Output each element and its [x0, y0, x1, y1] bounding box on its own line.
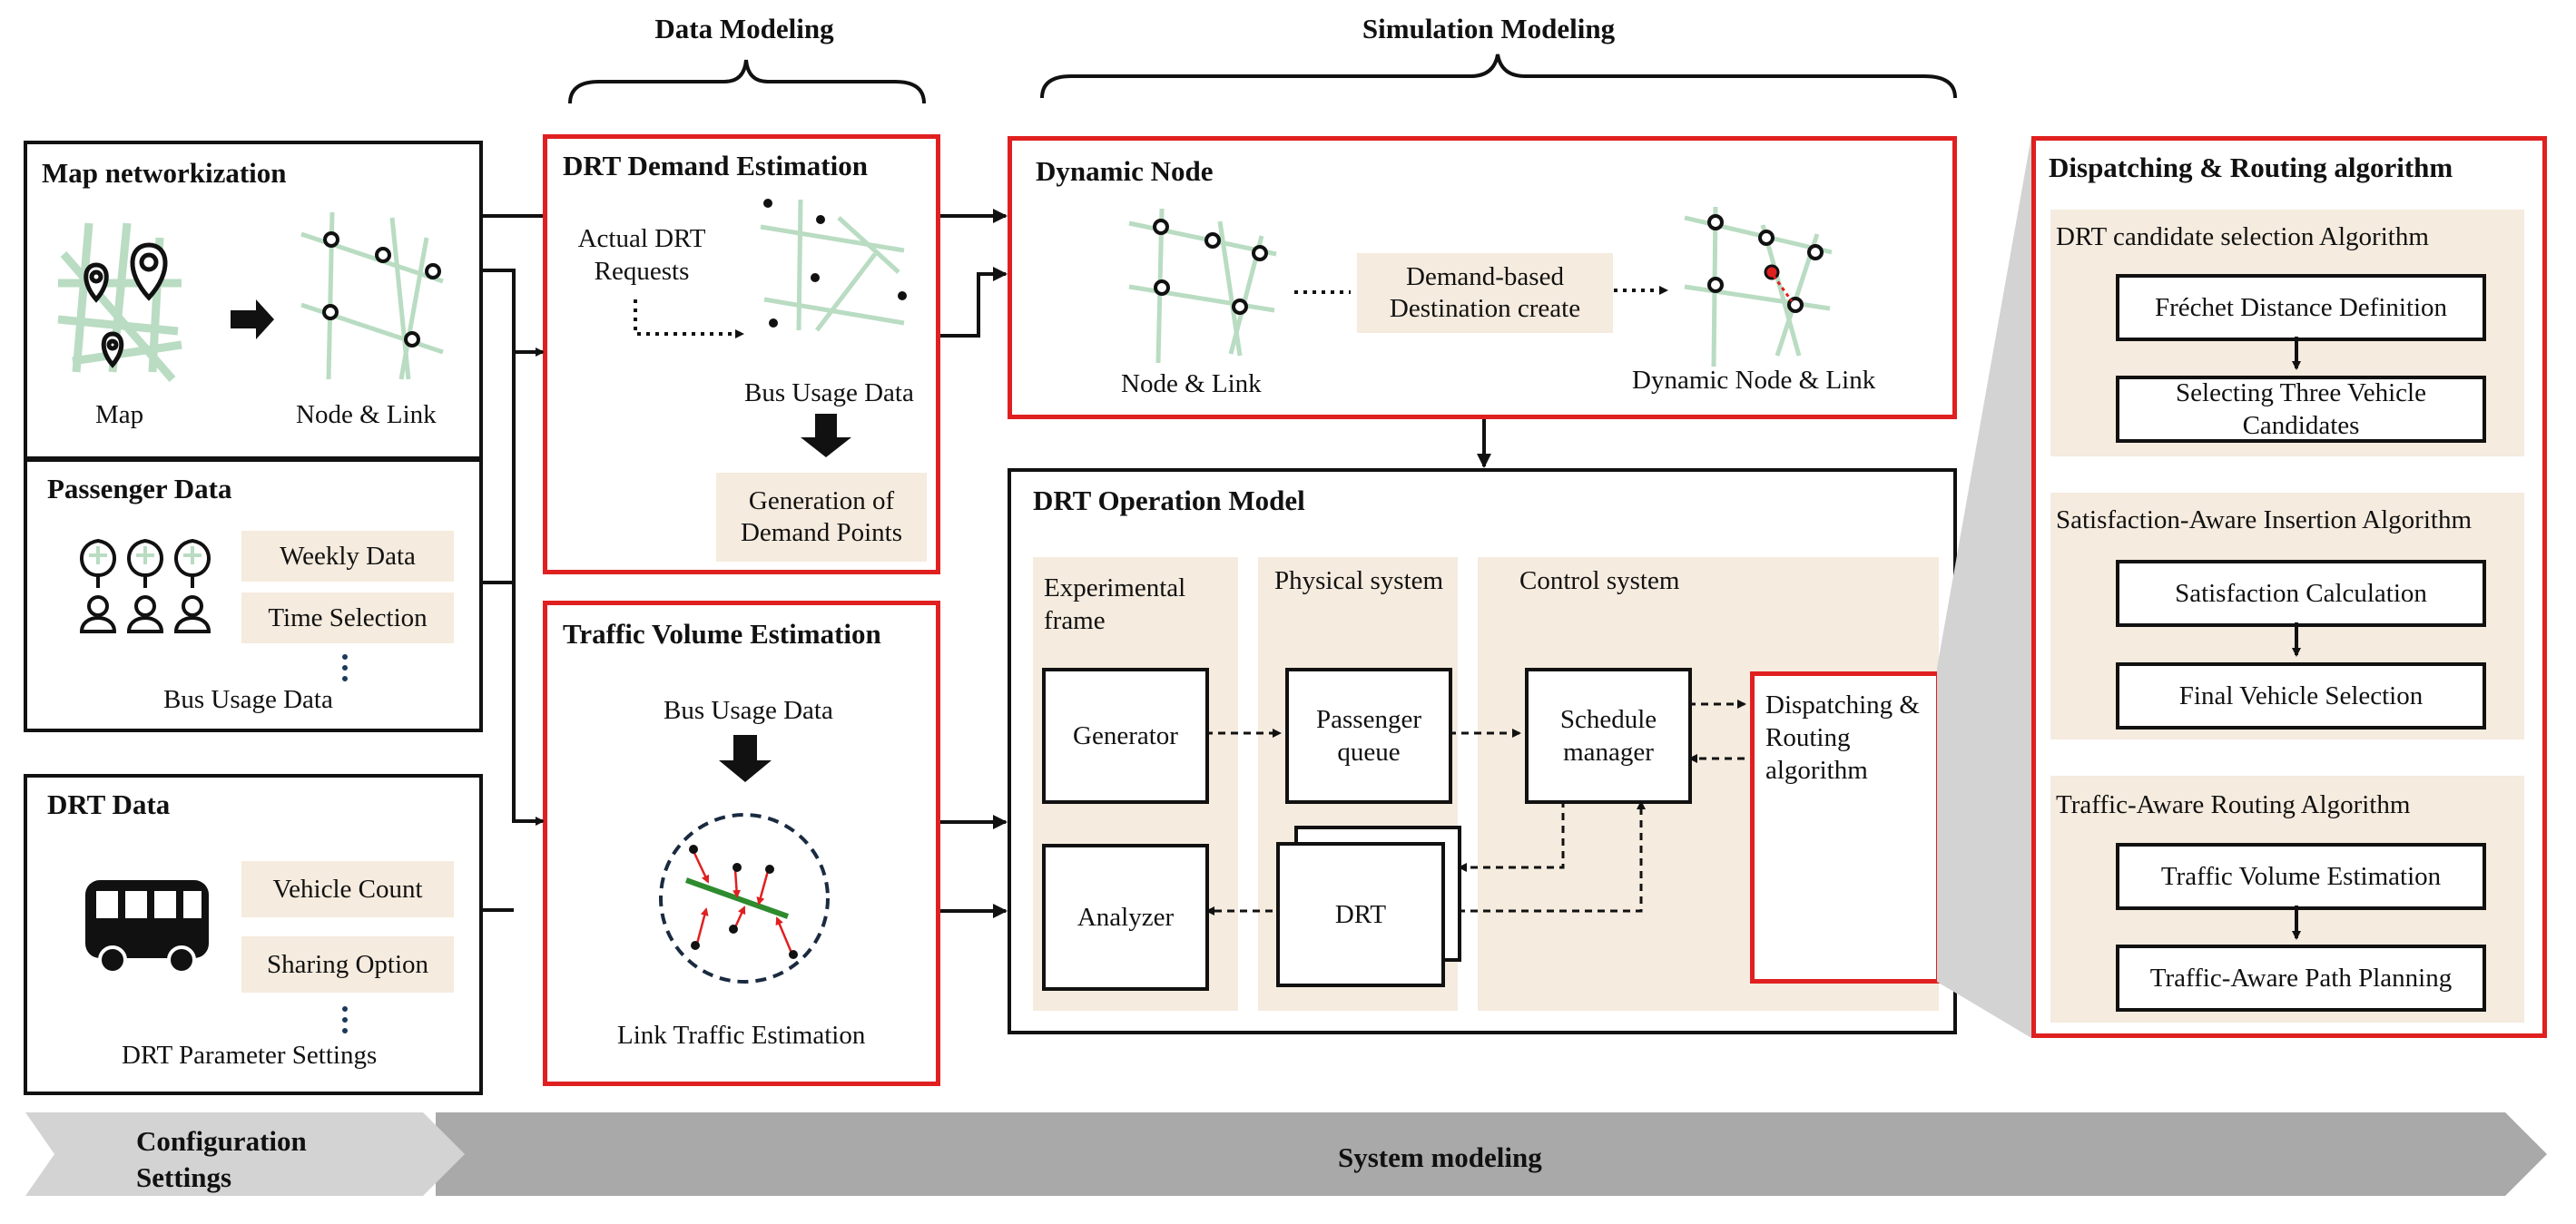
map-panel-title: Map networkization — [42, 157, 287, 189]
algorithm-panel-title: Dispatching & Routing algorithm — [2049, 152, 2453, 183]
sharing-option-item: Sharing Option — [241, 936, 454, 993]
dn-node-link-label: Node & Link — [1121, 369, 1262, 398]
generation-demand-points: Generation of Demand Points — [716, 473, 927, 562]
traffic-panel-title: Traffic Volume Estimation — [563, 618, 881, 650]
passenger-footer-label: Bus Usage Data — [163, 685, 333, 714]
weekly-data-item: Weekly Data — [241, 531, 454, 582]
passenger-panel-title: Passenger Data — [47, 473, 232, 504]
final-selection-step: Final Vehicle Selection — [2116, 662, 2486, 730]
actual-requests-label: Actual DRT Requests — [577, 224, 706, 286]
drt-operation-model-panel: DRT Operation Model Experimental frame P… — [1008, 468, 1957, 1034]
demand-bus-usage-label: Bus Usage Data — [744, 378, 914, 407]
configuration-label: Configuration Settings — [136, 1125, 307, 1193]
demand-estimation-panel: DRT Demand Estimation Actual DRT Request… — [543, 134, 940, 574]
physical-system-label: Physical system — [1274, 566, 1444, 595]
simulation-modeling-brace — [1040, 54, 1957, 99]
demand-panel-title: DRT Demand Estimation — [563, 150, 868, 181]
data-modeling-header: Data Modeling — [654, 13, 834, 44]
drt-data-title: DRT Data — [47, 788, 171, 820]
path-planning-step: Traffic-Aware Path Planning — [2116, 945, 2486, 1012]
map-label: Map — [95, 400, 144, 429]
data-modeling-brace — [568, 59, 926, 104]
passenger-data-panel: Passenger Data Weekly Data Time Selectio… — [24, 458, 483, 732]
three-candidates-step: Selecting Three Vehicle Candidates — [2116, 376, 2486, 443]
drt-data-panel: DRT Data Vehicle Count Sharing Option DR… — [24, 774, 483, 1095]
generator-box: Generator — [1042, 668, 1209, 804]
satisfaction-calc-step: Satisfaction Calculation — [2116, 560, 2486, 627]
dynamic-node-panel: Dynamic Node Node & Link Demand-based De… — [1008, 136, 1957, 419]
passenger-queue-box: Passenger queue — [1285, 668, 1452, 804]
frechet-step: Fréchet Distance Definition — [2116, 274, 2486, 341]
demand-based-destination: Demand-based Destination create — [1357, 253, 1613, 333]
control-system-label: Control system — [1519, 566, 1680, 595]
traffic-routing-section-title: Traffic-Aware Routing Algorithm — [2056, 790, 2411, 819]
drt-data-footer-label: DRT Parameter Settings — [122, 1041, 378, 1070]
vehicle-count-item: Vehicle Count — [241, 861, 454, 917]
dynamic-node-title: Dynamic Node — [1036, 155, 1214, 187]
traffic-bus-usage-label: Bus Usage Data — [664, 696, 833, 725]
candidate-section-title: DRT candidate selection Algorithm — [2056, 222, 2429, 251]
schedule-manager-box: Schedule manager — [1525, 668, 1692, 804]
drt-box: DRT — [1276, 842, 1445, 987]
link-traffic-label: Link Traffic Estimation — [617, 1021, 866, 1050]
time-selection-item: Time Selection — [241, 592, 454, 643]
simulation-modeling-header: Simulation Modeling — [1362, 13, 1616, 44]
analyzer-box: Analyzer — [1042, 844, 1209, 991]
node-link-label: Node & Link — [296, 400, 437, 429]
operation-model-title: DRT Operation Model — [1033, 485, 1305, 516]
traffic-estimation-step: Traffic Volume Estimation — [2116, 843, 2486, 910]
traffic-volume-panel: Traffic Volume Estimation Bus Usage Data… — [543, 601, 940, 1086]
experimental-frame-label: Experimental frame — [1044, 573, 1186, 635]
satisfaction-section-title: Satisfaction-Aware Insertion Algorithm — [2056, 505, 2473, 534]
dispatching-routing-box: Dispatching & Routing algorithm — [1750, 671, 1941, 984]
map-networkization-panel: Map networkization Map Node & Link — [24, 141, 483, 460]
algorithm-panel: Dispatching & Routing algorithm DRT cand… — [2031, 136, 2547, 1038]
dynamic-node-link-label: Dynamic Node & Link — [1632, 366, 1876, 395]
system-modeling-label: System modeling — [1338, 1141, 1542, 1173]
dispatching-routing-label: Dispatching & Routing algorithm — [1765, 690, 1920, 785]
